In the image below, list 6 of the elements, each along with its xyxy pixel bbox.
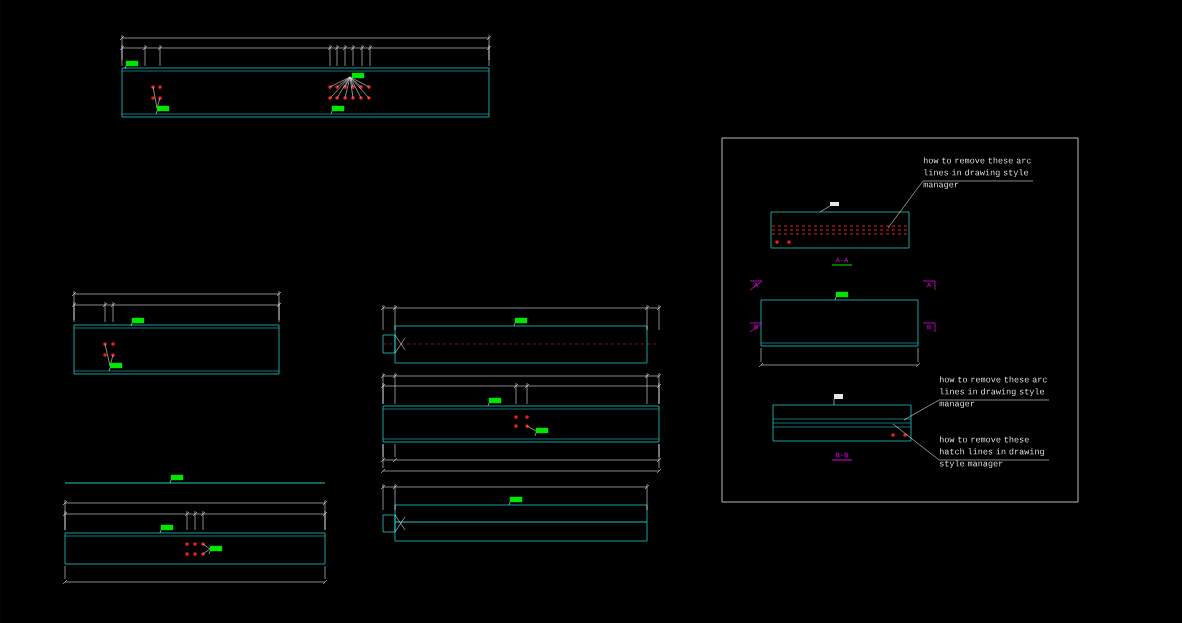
leader-line xyxy=(892,423,1050,461)
leader-line xyxy=(903,399,1050,421)
leader-line xyxy=(887,180,1034,229)
callout-text: how to remove these hatch lines in drawing style manager xyxy=(939,436,1044,469)
callout-text: how to remove these arc lines in drawing style manager xyxy=(923,157,1031,190)
callout-text: how to remove these arc lines in drawing style manager xyxy=(939,376,1047,409)
